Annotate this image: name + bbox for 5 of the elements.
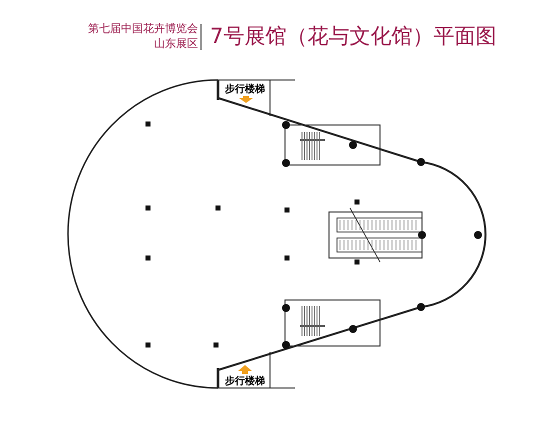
title: 7号展馆（花与文化馆）平面图 <box>210 23 496 50</box>
header-text: 第七届中国花卉博览会 <box>87 22 198 35</box>
stair-label: 步行楼梯 <box>224 375 266 388</box>
header-text: 山东展区 <box>153 37 198 50</box>
stair-label: 步行楼梯 <box>224 83 266 96</box>
